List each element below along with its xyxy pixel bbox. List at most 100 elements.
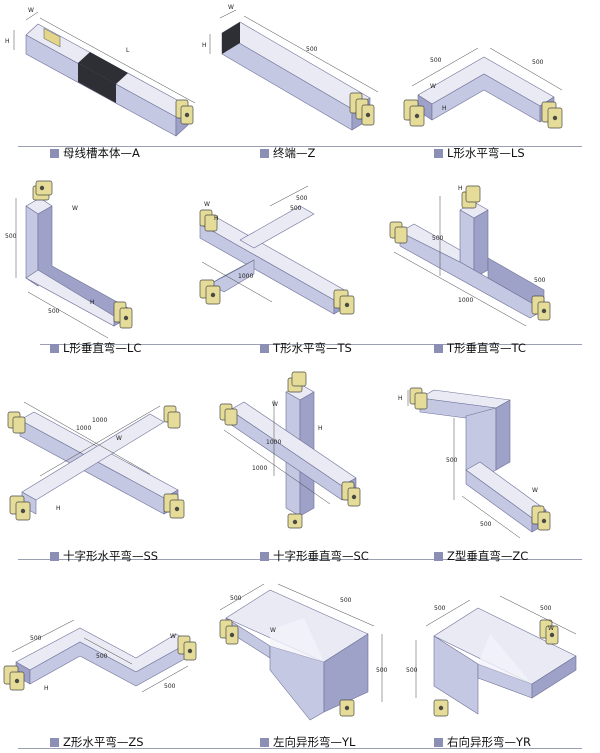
bullet-square-icon [260, 552, 269, 561]
dim-label: 500 [540, 605, 552, 612]
dimension-lines: 500 W 500 H [5, 198, 109, 339]
dim-label: H [442, 105, 447, 112]
end-cap [222, 22, 240, 54]
dim-label: 500 [230, 595, 242, 602]
t-vertical-body [389, 185, 551, 321]
dim-label: 500 [48, 308, 60, 315]
terminal-icon [199, 279, 221, 305]
dim-label: 500 [376, 667, 388, 674]
dim-label: 1000 [266, 439, 281, 446]
diagram-z-horizontal-zs: W 500 500 H 500 [3, 619, 197, 693]
t-horizontal-body [199, 205, 355, 315]
dim-label: 500 [532, 59, 544, 66]
caption-right-special-yr: 右向异形弯—YR [434, 735, 531, 749]
dim-label: H [458, 185, 463, 192]
terminal-icon [175, 99, 194, 125]
dim-label: W [430, 83, 436, 90]
dim-label: 500 [432, 235, 444, 242]
dim-label: 1000 [458, 297, 473, 304]
dim-label: H [5, 38, 10, 45]
terminal-icon [541, 101, 563, 129]
dim-label: H [398, 395, 403, 402]
terminal-icon [113, 301, 133, 329]
dim-label: W [170, 633, 176, 640]
caption-text: 母线槽本体—A [63, 146, 140, 160]
terminal-icon [333, 289, 355, 315]
dim-label: 500 [340, 597, 352, 604]
diagram-end-terminal-z: W H 500 [202, 4, 379, 131]
dim-label: W [270, 627, 276, 634]
dim-label: 1000 [252, 465, 267, 472]
dim-label: 500 [446, 457, 458, 464]
terminal-icon [177, 635, 197, 661]
dimension-lines: 500 500 W 500 [406, 595, 577, 698]
bullet-square-icon [434, 149, 443, 158]
row-divider [18, 748, 582, 749]
caption-z-vertical-zc: Z型垂直弯—ZC [434, 549, 528, 563]
caption-l-vertical-lc: L形垂直弯—LC [50, 341, 141, 355]
caption-text: T形水平弯—TS [273, 341, 352, 355]
terminal-icon [3, 665, 25, 691]
bullet-square-icon [434, 344, 443, 353]
dim-label: 500 [430, 57, 442, 64]
z-horizontal-body [3, 627, 197, 691]
caption-t-vertical-tc: T形垂直弯—TC [434, 341, 526, 355]
dim-label: 500 [534, 277, 546, 284]
bullet-square-icon [434, 738, 443, 747]
dim-label: 500 [96, 653, 108, 660]
caption-cross-vertical-sc: 十字形垂直弯—SC [260, 549, 369, 563]
caption-t-horizontal-ts: T形水平弯—TS [260, 341, 352, 355]
caption-text: L形水平弯—LS [447, 146, 525, 160]
dimension-lines: H 500 1000 500 [393, 185, 546, 327]
terminal-icon [403, 99, 425, 127]
terminal-icon [341, 481, 361, 507]
l-horizontal-body [403, 56, 563, 129]
terminal-icon [539, 619, 559, 645]
caption-text: 十字形垂直弯—SC [273, 549, 369, 563]
dim-label: W [28, 7, 34, 14]
terminal-icon [461, 185, 481, 209]
dim-label: W [272, 401, 278, 408]
caption-text: T形垂直弯—TC [447, 341, 526, 355]
bullet-square-icon [50, 552, 59, 561]
terminal-icon [163, 493, 185, 519]
black-joint-band [78, 63, 116, 103]
dim-label: L [126, 47, 130, 54]
dim-label: W [548, 625, 554, 632]
z-vertical-body [409, 387, 551, 533]
diagram-right-special-yr: 500 500 W 500 [406, 595, 577, 717]
dim-label: 500 [5, 233, 17, 240]
caption-text: 十字形水平弯—SS [63, 549, 159, 563]
row-divider [18, 559, 582, 560]
terminal-icon [287, 371, 307, 393]
terminal-icon [199, 209, 218, 232]
right-special-body [433, 607, 577, 717]
dim-label: H [318, 425, 323, 432]
diagram-cross-horizontal-ss: 1000 1000 W H [7, 401, 185, 521]
diagram-busway-body-a: H W L [5, 7, 196, 137]
dim-label: H [214, 215, 219, 222]
dim-label: 500 [480, 521, 492, 528]
dim-label: H [202, 42, 207, 49]
cross-horizontal-body [7, 405, 185, 521]
terminal-icon [32, 180, 53, 201]
terminal-icon [287, 513, 303, 529]
diagram-z-vertical-zc: H 500 W 500 [398, 387, 551, 539]
terminal-icon [409, 387, 428, 410]
terminal-icon [349, 92, 375, 126]
dim-label: W [228, 4, 234, 11]
caption-text: L形垂直弯—LC [63, 341, 142, 355]
dimension-lines: W 1000 1000 H [223, 400, 331, 505]
bullet-square-icon [260, 344, 269, 353]
bullet-square-icon [434, 552, 443, 561]
dim-label: 500 [296, 195, 308, 202]
dim-label: W [72, 205, 78, 212]
dimension-lines: W H 500 [202, 4, 379, 93]
dim-label: 500 [306, 46, 318, 53]
dim-label: 500 [164, 683, 176, 690]
dimension-lines: 1000 1000 W H [23, 401, 161, 512]
caption-text: 右向异形弯—YR [447, 735, 532, 749]
terminal-icon [531, 295, 551, 321]
caption-text: 终端—Z [273, 146, 316, 160]
caption-z-horizontal-zs: Z形水平弯—ZS [50, 735, 144, 749]
